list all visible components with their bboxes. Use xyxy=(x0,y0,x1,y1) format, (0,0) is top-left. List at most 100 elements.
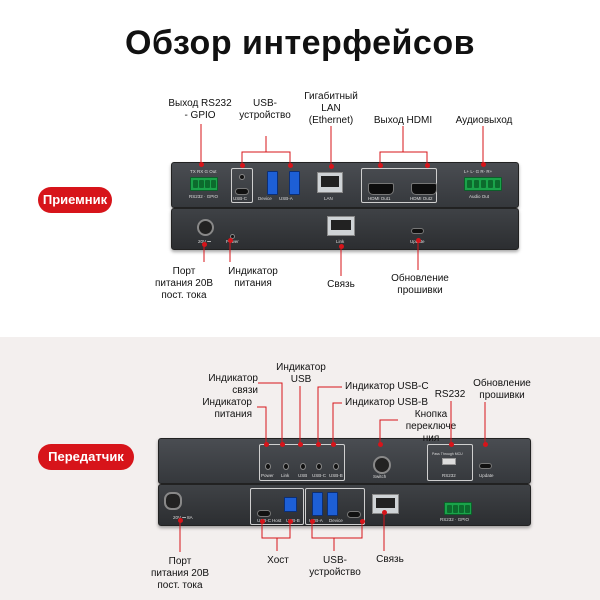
host-panel-label: Host xyxy=(272,518,282,523)
tx-update-port xyxy=(479,463,492,469)
dot xyxy=(202,242,207,247)
rs232-mode-switch xyxy=(442,458,456,465)
label-power-port: Порт питания 20В пост. тока xyxy=(154,266,214,301)
dot xyxy=(360,519,365,524)
tx-usb-panel-label: USB xyxy=(298,473,308,478)
receiver-rear-panel: 20V ⎓ Power Link Update xyxy=(171,208,519,250)
tx-usba-port-1 xyxy=(312,492,323,516)
dot xyxy=(329,164,334,169)
tx-dc-panel-label: 20V ⎓ 8A xyxy=(173,515,193,520)
audio-pin-labels: L+ L- G R- R+ xyxy=(464,169,493,174)
device-frame xyxy=(305,488,365,525)
label-tx-firmware-update: Обновление прошивки xyxy=(473,378,531,401)
host-usbc-port xyxy=(257,510,271,517)
label-tx-power-port: Порт питания 20В пост. тока xyxy=(150,556,210,591)
dot xyxy=(288,519,293,524)
update-port xyxy=(411,228,424,234)
dot xyxy=(199,162,204,167)
label-link: Связь xyxy=(327,279,355,290)
leader-host xyxy=(261,521,291,539)
label-tx-power-indicator: Индикатор питания xyxy=(202,397,252,420)
tx-link-port xyxy=(372,494,399,514)
tx-dc-power-port xyxy=(164,492,182,510)
dot xyxy=(331,442,336,447)
dot xyxy=(425,163,430,168)
hdmi-out-2-port xyxy=(411,183,437,195)
switch-panel-label: Switch xyxy=(373,474,387,479)
tx-usbb-led xyxy=(333,463,339,470)
tx-usba-panel-label: USB-A xyxy=(309,518,323,523)
link-panel-label: Link xyxy=(336,239,345,244)
label-rs232-gpio: Выход RS232 - GPIO xyxy=(168,98,232,121)
label-hdmi-out: Выход HDMI xyxy=(373,115,433,126)
dot xyxy=(228,238,233,243)
dot xyxy=(316,442,321,447)
dot xyxy=(178,518,183,523)
dot xyxy=(298,442,303,447)
usbc-port xyxy=(235,188,249,195)
tx-usb-led xyxy=(300,463,306,470)
label-audio-out: Аудиовыход xyxy=(455,115,513,126)
label-usbc-indicator: Индикатор USB-C xyxy=(345,381,429,392)
dot xyxy=(416,238,421,243)
dot xyxy=(264,442,269,447)
switch-button xyxy=(373,456,391,474)
label-usb-device: USB- устройство xyxy=(239,98,291,121)
lan-panel-label: LAN xyxy=(324,196,333,201)
device-panel-label: Device xyxy=(258,196,272,201)
audio-panel-label: Audio Out xyxy=(469,194,490,199)
dot xyxy=(481,162,486,167)
tx-update-panel-label: Update xyxy=(479,473,494,478)
leader-usb-device xyxy=(241,151,291,165)
dot xyxy=(240,163,245,168)
label-usbb-indicator: Индикатор USB-B xyxy=(345,397,428,408)
hdmi1-panel-label: HDMI Out1 xyxy=(368,196,391,201)
rs232-panel-label: RS232 xyxy=(442,473,456,478)
host-frame xyxy=(250,488,304,525)
terminal-pin-labels: TX RX G Out xyxy=(190,169,217,174)
tx-power-panel-label: Power xyxy=(261,473,274,478)
tx-usbc-panel-label: USB-C xyxy=(312,473,327,478)
usba-port-1 xyxy=(267,171,278,195)
leader-tx-link xyxy=(258,382,283,444)
leader-hdmi xyxy=(379,151,428,165)
transmitter-badge: Передатчик xyxy=(38,444,134,470)
label-host: Хост xyxy=(267,555,289,566)
dot xyxy=(288,163,293,168)
leader-tx-usb-device xyxy=(311,521,363,539)
lan-port xyxy=(317,172,343,193)
dot xyxy=(260,519,265,524)
audio-out-terminal xyxy=(464,177,502,191)
label-switch-button: Кнопка переключе ния xyxy=(405,409,457,444)
leader-tx-usbc xyxy=(317,386,342,444)
receiver-badge: Приемник xyxy=(38,187,112,213)
leader-tx-usbb xyxy=(332,402,342,444)
usba-panel-label: USB-A xyxy=(279,196,293,201)
label-rs232: RS232 xyxy=(434,389,466,400)
usbc-frame xyxy=(231,168,253,203)
rs232-gpio-panel-label: RS232 · GPIO xyxy=(189,194,219,199)
dot xyxy=(310,519,315,524)
tx-gpio-panel-label: RS232 · GPIO xyxy=(440,517,470,522)
dot xyxy=(378,442,383,447)
transmitter-front-panel: Power Link USB USB-C USB-B Switch Pass T… xyxy=(158,438,531,484)
label-firmware-update: Обновление прошивки xyxy=(391,273,449,296)
tx-usbb-panel-label: USB-B xyxy=(329,473,343,478)
dot xyxy=(483,442,488,447)
page-title: Обзор интерфейсов xyxy=(125,24,475,62)
switch-mode-labels: Pass Through MCU xyxy=(432,452,463,456)
leader-switch xyxy=(379,419,398,444)
receiver-front-panel: TX RX G Out RS232 · GPIO USB-C Device US… xyxy=(171,162,519,208)
dot xyxy=(378,163,383,168)
dot xyxy=(280,442,285,447)
tx-power-led xyxy=(265,463,271,470)
dc-power-port xyxy=(197,219,214,236)
tx-link-panel-label: Link xyxy=(281,473,290,478)
usbc-indicator xyxy=(239,174,245,180)
transmitter-rear-panel: 20V ⎓ 8A USB-C Host USB-B USB-A Device R… xyxy=(158,484,531,526)
tx-usba-port-2 xyxy=(327,492,338,516)
host-usbb-port xyxy=(284,497,297,512)
rs232-gpio-terminal xyxy=(190,177,218,191)
leader-tx-power xyxy=(257,406,267,444)
